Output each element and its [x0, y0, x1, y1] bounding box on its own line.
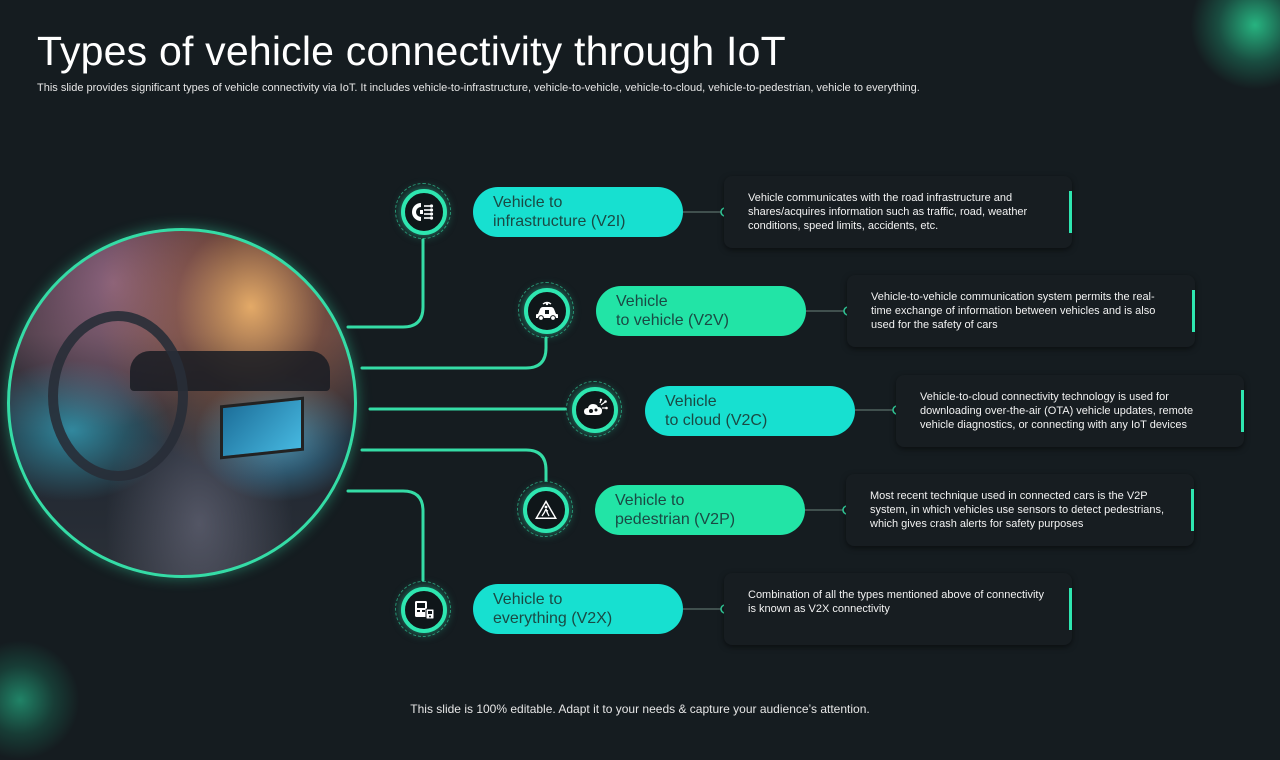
pill-v2i-line2: infrastructure (V2I) [493, 213, 626, 230]
desc-v2i-text: Vehicle communicates with the road infra… [748, 192, 1028, 232]
desc-v2c-accent [1241, 390, 1244, 432]
pill-v2c-line2: to cloud (V2C) [665, 412, 768, 429]
desc-v2p-accent [1191, 489, 1194, 531]
desc-card-v2p: Most recent technique used in connected … [846, 474, 1194, 546]
steering-wheel-shape [48, 311, 188, 481]
slide-subtitle: This slide provides significant types of… [37, 82, 920, 94]
desc-v2x-text: Combination of all the types mentioned a… [748, 589, 1044, 615]
icon-circle-v2p [523, 487, 569, 533]
car-interior-image [7, 228, 357, 578]
pill-v2i: Vehicle to infrastructure (V2I) [473, 187, 683, 237]
pill-v2c: Vehicle to cloud (V2C) [645, 386, 855, 436]
desc-card-v2c: Vehicle-to-cloud connectivity technology… [896, 375, 1244, 447]
slide-title: Types of vehicle connectivity through Io… [37, 28, 786, 74]
pill-v2x-line1: Vehicle to [493, 591, 563, 608]
icon-ring-v2c [566, 381, 622, 437]
gear-circuit-icon [412, 203, 434, 221]
icon-ring-v2i [395, 183, 451, 239]
connector-v2v [360, 336, 548, 370]
icon-circle-v2v [524, 288, 570, 334]
icon-ring-v2v [518, 282, 574, 338]
pedestrian-sign-icon [535, 500, 557, 519]
desc-v2i-accent [1069, 191, 1072, 233]
icon-ring-v2x [395, 581, 451, 637]
slide-footer: This slide is 100% editable. Adapt it to… [410, 702, 870, 716]
desc-card-v2v: Vehicle-to-vehicle communication system … [847, 275, 1195, 347]
desc-card-v2x: Combination of all the types mentioned a… [724, 573, 1072, 645]
desc-card-v2i: Vehicle communicates with the road infra… [724, 176, 1072, 248]
pill-v2x: Vehicle to everything (V2X) [473, 584, 683, 634]
desc-v2p-text: Most recent technique used in connected … [870, 490, 1165, 530]
devices-network-icon [415, 601, 435, 620]
pill-v2p-line1: Vehicle to [615, 492, 685, 509]
pill-v2v: Vehicle to vehicle (V2V) [596, 286, 806, 336]
pill-v2v-line1: Vehicle [616, 293, 668, 310]
pill-v2i-line1: Vehicle to [493, 194, 563, 211]
cloud-network-icon [584, 398, 608, 415]
desc-v2x-accent [1069, 588, 1072, 630]
pill-v2x-line2: everything (V2X) [493, 610, 613, 627]
pill-v2p: Vehicle to pedestrian (V2P) [595, 485, 805, 535]
icon-circle-v2x [401, 587, 447, 633]
icon-circle-v2c [572, 387, 618, 433]
pill-v2c-line1: Vehicle [665, 393, 717, 410]
connector-v2x [346, 489, 425, 582]
connector-v2p [360, 448, 548, 482]
desc-v2c-text: Vehicle-to-cloud connectivity technology… [920, 391, 1194, 431]
icon-ring-v2p [517, 481, 573, 537]
desc-v2v-text: Vehicle-to-vehicle communication system … [871, 291, 1156, 331]
infotainment-screen-shape [220, 396, 304, 460]
desc-v2v-accent [1192, 290, 1195, 332]
connector-v2i [346, 238, 425, 329]
pill-v2p-line2: pedestrian (V2P) [615, 511, 736, 528]
pill-v2v-line2: to vehicle (V2V) [616, 312, 729, 329]
icon-circle-v2i [401, 189, 447, 235]
car-icon [536, 301, 558, 321]
